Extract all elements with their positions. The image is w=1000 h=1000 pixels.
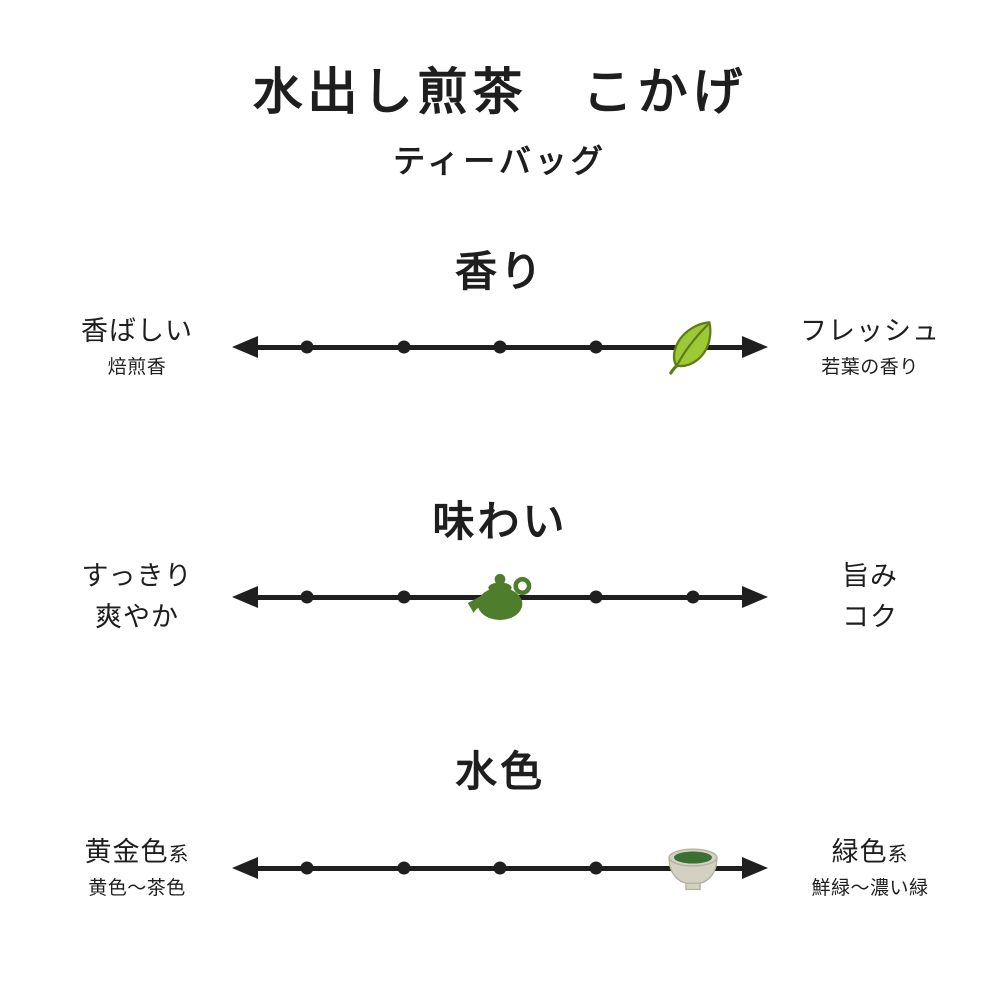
arrow-right-icon: [742, 586, 768, 608]
scale-dot: [397, 340, 411, 354]
color-right-label: 緑色系 鮮緑〜濃い緑: [782, 836, 958, 901]
taste-right-sub: コク: [842, 601, 898, 632]
color-left-sub: 黄色〜茶色: [88, 877, 186, 899]
teacup-icon: [662, 843, 724, 895]
aroma-right-label: フレッシュ 若葉の香り: [782, 315, 958, 380]
color-right-suffix: 系: [887, 843, 909, 866]
aroma-left-label: 香ばしい 焙煎香: [52, 315, 222, 380]
scale-dot: [300, 340, 314, 354]
taste-left-main: すっきり: [81, 560, 193, 591]
scale-dot: [397, 590, 411, 604]
color-left-suffix: 系: [168, 843, 190, 866]
arrow-left-icon: [232, 336, 258, 358]
color-right-sub: 鮮緑〜濃い緑: [811, 877, 929, 899]
taste-left-label: すっきり 爽やか: [52, 560, 222, 635]
arrow-right-icon: [742, 336, 768, 358]
taste-left-sub: 爽やか: [95, 601, 179, 632]
taste-heading: 味わい: [432, 500, 568, 546]
scale-dot: [589, 590, 603, 604]
aroma-left-main: 香ばしい: [81, 315, 193, 346]
scale-dot: [397, 861, 411, 875]
scale-dot: [300, 861, 314, 875]
color-heading: 水色: [454, 750, 545, 796]
product-subtitle: ティーバッグ: [393, 143, 607, 179]
aroma-left-sub: 焙煎香: [107, 356, 167, 378]
color-right-main: 緑色: [831, 836, 888, 867]
color-left-main: 黄金色: [84, 836, 169, 867]
arrow-right-icon: [742, 857, 768, 879]
aroma-right-sub: 若葉の香り: [821, 356, 919, 378]
taste-right-main: 旨み: [842, 560, 898, 591]
scale-dot: [493, 861, 507, 875]
scale-dot: [300, 590, 314, 604]
scale-dot: [589, 340, 603, 354]
scale-dot: [686, 590, 700, 604]
color-left-label: 黄金色系 黄色〜茶色: [52, 836, 222, 901]
teapot-icon: [466, 567, 534, 625]
taste-right-label: 旨み コク: [782, 560, 958, 635]
leaf-icon: [664, 317, 722, 375]
scale-dot: [493, 340, 507, 354]
scale-dot: [589, 861, 603, 875]
aroma-right-main: フレッシュ: [800, 315, 940, 346]
arrow-left-icon: [232, 586, 258, 608]
aroma-heading: 香り: [454, 250, 545, 296]
product-title: 水出し煎茶 こかげ: [252, 64, 748, 120]
arrow-left-icon: [232, 857, 258, 879]
